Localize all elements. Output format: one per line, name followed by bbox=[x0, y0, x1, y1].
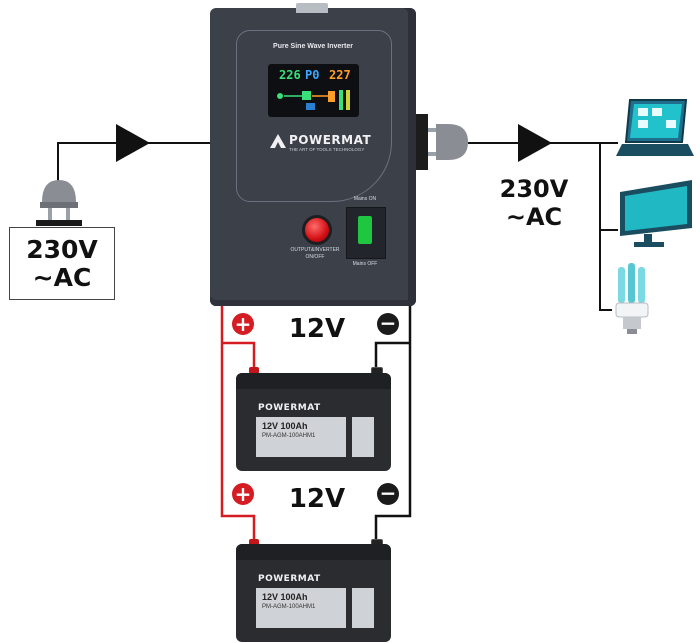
battery-2-voltage-label: 12V bbox=[288, 484, 346, 514]
output-inverter-power-button[interactable] bbox=[302, 215, 332, 245]
inverter-brand: POWERMAT bbox=[289, 133, 372, 147]
power-button-label-2: ON/OFF bbox=[305, 254, 325, 260]
power-button-label-1: OUTPUT&INVERTER bbox=[290, 247, 340, 253]
battery-2-warning-panel bbox=[352, 588, 374, 628]
input-type: ~AC bbox=[32, 263, 92, 292]
lightbulb-icon bbox=[615, 263, 649, 334]
input-wire bbox=[57, 142, 212, 195]
battery-2-negative-marker: − bbox=[377, 483, 399, 505]
lcd-mode: P0 bbox=[305, 68, 320, 82]
mains-off-label: Mains OFF bbox=[352, 261, 378, 267]
inverter-title: Pure Sine Wave Inverter bbox=[273, 43, 353, 50]
battery-1-voltage-label: 12V bbox=[288, 314, 346, 344]
battery-2-label: 12V 100Ah PM-AGM-100AHM1 bbox=[256, 588, 346, 628]
powermat-logo-icon bbox=[270, 134, 286, 148]
positive-wire-battery1 bbox=[222, 341, 256, 368]
lcd-display: 226 P0 227 bbox=[268, 64, 359, 117]
battery-2-lid bbox=[236, 544, 391, 560]
input-voltage: 230V bbox=[26, 235, 98, 264]
battery-1-model: PM-AGM-100AHM1 bbox=[262, 433, 316, 439]
battery-2-model: PM-AGM-100AHM1 bbox=[262, 604, 316, 610]
lcd-status-icons bbox=[277, 90, 350, 110]
load-bus bbox=[599, 143, 612, 311]
output-plug-icon bbox=[416, 114, 468, 170]
inverter-tagline: THE ART OF TOOLS TECHNOLOGY bbox=[289, 147, 365, 152]
battery-2-positive-marker: + bbox=[232, 483, 254, 505]
negative-wire bbox=[374, 306, 412, 540]
battery-1: POWERMAT 12V 100Ah PM-AGM-100AHM1 bbox=[236, 373, 391, 471]
battery-1-label: 12V 100Ah PM-AGM-100AHM1 bbox=[256, 417, 346, 457]
battery-2: POWERMAT 12V 100Ah PM-AGM-100AHM1 bbox=[236, 544, 391, 642]
output-voltage: 230V bbox=[499, 175, 569, 203]
battery-1-negative-marker: − bbox=[377, 313, 399, 335]
mains-on-label: Mains ON bbox=[353, 196, 377, 202]
battery-2-rating: 12V 100Ah bbox=[262, 592, 308, 602]
lcd-input-value: 226 bbox=[279, 68, 301, 82]
battery-1-positive-terminal bbox=[249, 367, 259, 374]
inverter-front-panel bbox=[236, 30, 392, 202]
battery-1-brand: POWERMAT bbox=[258, 403, 321, 413]
output-type: ~AC bbox=[505, 203, 563, 231]
input-arrow bbox=[116, 124, 150, 162]
battery-1-warning-panel bbox=[352, 417, 374, 457]
negative-wire-battery1 bbox=[374, 341, 410, 368]
monitor-icon bbox=[620, 180, 692, 247]
battery-2-brand: POWERMAT bbox=[258, 574, 321, 584]
battery-1-positive-marker: + bbox=[232, 313, 254, 335]
battery-2-positive-terminal bbox=[249, 539, 259, 546]
input-source-box: 230V ~AC bbox=[9, 227, 115, 300]
positive-wire bbox=[220, 306, 256, 540]
inverter-top-bracket bbox=[296, 3, 328, 13]
output-arrow bbox=[518, 124, 552, 162]
laptop-icon bbox=[616, 99, 694, 156]
battery-1-lid bbox=[236, 373, 391, 389]
battery-1-rating: 12V 100Ah bbox=[262, 421, 308, 431]
lcd-output-value: 227 bbox=[329, 68, 351, 82]
mains-switch[interactable] bbox=[358, 216, 372, 244]
input-plug-icon bbox=[36, 180, 82, 226]
